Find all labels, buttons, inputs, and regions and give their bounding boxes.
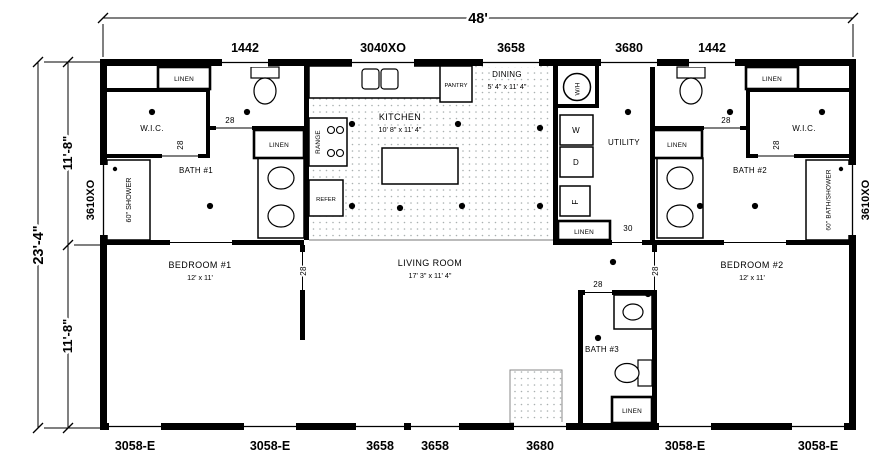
label-refer: REFER — [316, 197, 336, 203]
refrigerator-icon — [308, 179, 344, 217]
window-label-top-2: 3040XO — [360, 41, 406, 55]
label-living-size: 17' 3" x 11' 4" — [409, 271, 452, 280]
sink-icon — [267, 166, 295, 190]
window-label-top-5: 1442 — [698, 41, 726, 55]
kitchen-sink-bowl-right — [380, 68, 399, 90]
walls — [100, 59, 856, 430]
sink-icon — [666, 204, 694, 228]
sink-icon — [666, 166, 694, 190]
label-bath3: BATH #3 — [585, 345, 619, 354]
label-wic-left: W.I.C. — [140, 124, 164, 133]
label-bedroom1: BEDROOM #1 — [168, 260, 231, 270]
label-door-28: 28 — [651, 266, 660, 276]
window-label-bottom-5: 3680 — [526, 439, 554, 453]
dim-overall-depth: 23'-4" — [31, 225, 47, 264]
electrical-dots — [148, 108, 826, 342]
label-bath2: BATH #2 — [733, 166, 767, 175]
toilet-icon — [679, 77, 703, 105]
dryer-icon — [559, 146, 594, 178]
toilet-tank-bath1 — [250, 66, 280, 79]
label-linen-utility: LINEN — [574, 229, 594, 236]
kitchen-sink-bowl-left — [361, 68, 380, 90]
label-kitchen-size: 10' 8" x 11' 4" — [379, 125, 422, 134]
label-linen-bath3: LINEN — [622, 408, 642, 415]
label-door-28: 28 — [299, 266, 308, 276]
range-burner — [326, 148, 336, 158]
shower-head-icon — [838, 166, 844, 172]
sink-icon — [267, 204, 295, 228]
window-label-bottom-6: 3058-E — [665, 439, 705, 453]
label-dining: DINING — [492, 70, 522, 79]
door-openings — [162, 127, 794, 293]
label-bedroom2-size: 12' x 11' — [739, 273, 765, 282]
window-label-bottom-1: 3058-E — [115, 439, 155, 453]
label-kitchen: KITCHEN — [379, 112, 421, 122]
toilet-icon — [253, 77, 277, 105]
label-utility: UTILITY — [608, 138, 640, 147]
fixtures — [106, 65, 850, 387]
dim-overall-width: 48' — [468, 11, 488, 27]
label-dryer: D — [573, 158, 579, 167]
label-living-room: LIVING ROOM — [398, 258, 462, 268]
label-washer: W — [572, 126, 580, 135]
sink-icon — [622, 303, 644, 321]
window-label-bottom-2: 3058-E — [250, 439, 290, 453]
label-bedroom2: BEDROOM #2 — [720, 260, 783, 270]
toilet-icon — [614, 362, 640, 384]
dimension-lines — [32, 12, 859, 434]
tile-floor-rear-entry — [509, 369, 563, 424]
dim-half-lower: 11'-8" — [60, 319, 75, 354]
tub-shower-bath2 — [805, 159, 850, 241]
kitchen-island — [381, 147, 459, 185]
shower-head-icon — [112, 166, 118, 172]
label-furnace: F — [571, 199, 580, 204]
label-door-28: 28 — [721, 116, 731, 125]
label-dining-size: 5' 4" x 11' 4" — [488, 82, 527, 91]
label-bedroom1-size: 12' x 11' — [187, 273, 213, 282]
washer-icon — [559, 114, 594, 146]
label-wic-right: W.I.C. — [792, 124, 816, 133]
label-door-28: 28 — [772, 140, 781, 150]
label-shower-60: 60" SHOWER — [124, 178, 133, 223]
window-label-right: 3610XO — [860, 179, 872, 220]
toilet-tank-bath3 — [637, 359, 653, 387]
window-label-top-4: 3680 — [615, 41, 643, 55]
label-linen-left-mid: LINEN — [269, 142, 289, 149]
label-bath-shower-60: 60" BATH/SHOWER — [826, 169, 833, 230]
range-burner — [335, 148, 345, 158]
label-water-heater: W/H — [575, 82, 582, 95]
label-linen-left-top: LINEN — [174, 76, 194, 83]
window-label-top-1: 1442 — [231, 41, 259, 55]
closets — [156, 65, 800, 425]
window-label-bottom-4: 3658 — [421, 439, 449, 453]
window-label-left: 3610XO — [85, 179, 97, 220]
range-burner — [335, 125, 345, 135]
range-burner — [326, 125, 336, 135]
label-linen-right-mid: LINEN — [667, 142, 687, 149]
dim-half-upper: 11'-8" — [60, 136, 75, 171]
shower-stall-bath1 — [106, 159, 151, 241]
label-door-28: 28 — [593, 280, 603, 289]
water-heater-icon — [562, 72, 592, 102]
window-label-bottom-3: 3658 — [366, 439, 394, 453]
label-door-28: 28 — [225, 116, 235, 125]
label-door-28: 28 — [176, 140, 185, 150]
label-linen-right-top: LINEN — [762, 76, 782, 83]
label-bath1: BATH #1 — [179, 166, 213, 175]
label-pantry: PANTRY — [445, 83, 468, 89]
windows — [99, 58, 857, 431]
window-label-bottom-7: 3058-E — [798, 439, 838, 453]
toilet-tank-bath2 — [676, 66, 706, 79]
furnace-icon — [559, 185, 591, 217]
window-label-top-3: 3658 — [497, 41, 525, 55]
label-range: RANGE — [315, 130, 322, 154]
label-door-30: 30 — [623, 224, 633, 233]
labels: 48' 1442 3040XO 3658 3680 1442 3058-E 30… — [29, 9, 874, 454]
